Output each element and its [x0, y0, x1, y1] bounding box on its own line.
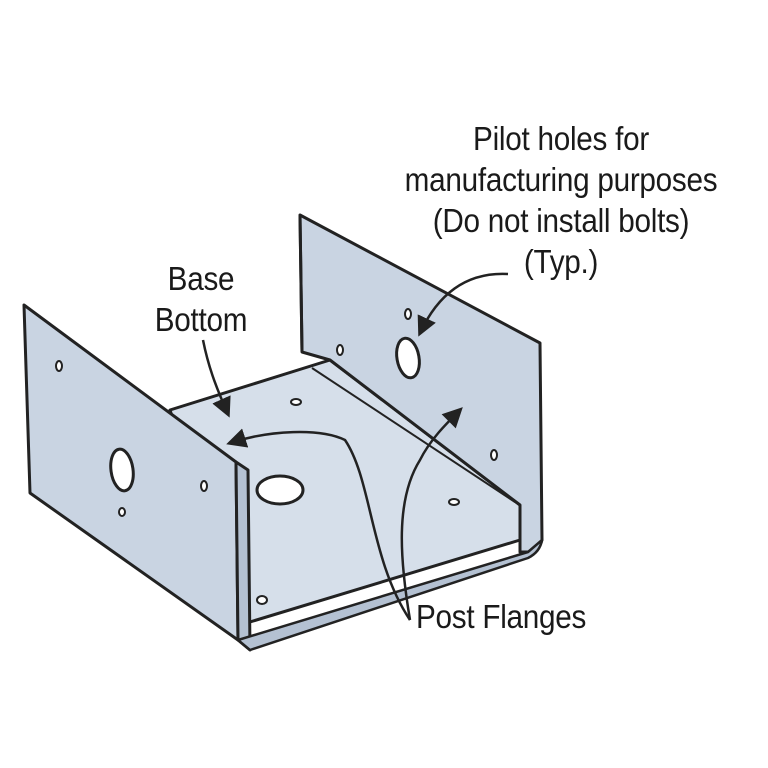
nail-hole	[448, 498, 460, 506]
base-bottom-arrow	[201, 339, 231, 418]
nail-hole	[404, 308, 412, 320]
pilot-holes-label-line: Pilot holes for	[473, 120, 649, 157]
pilot-holes-label-line: manufacturing purposes	[404, 161, 718, 198]
post-flanges-label: Post Flanges	[416, 596, 614, 637]
post-flanges-label-text: Post Flanges	[416, 598, 587, 635]
nail-hole	[256, 595, 268, 605]
pilot-holes-label-line: (Typ.)	[523, 243, 599, 280]
nail-hole	[490, 449, 498, 461]
nail-hole	[200, 480, 208, 492]
nail-hole	[118, 507, 126, 517]
nail-hole	[290, 398, 302, 406]
pilot-holes-label: Pilot holes for manufacturing purposes (…	[377, 118, 746, 282]
base-center-hole	[255, 474, 305, 506]
bottom-lip	[236, 538, 544, 652]
back-flange-edge	[298, 214, 304, 353]
base-bottom-label-line: Base	[167, 260, 235, 297]
post-flange-arrow-back	[400, 407, 463, 621]
base-bottom-label-line: Bottom	[154, 301, 248, 338]
front-flange-edge	[234, 460, 252, 652]
pilot-holes-label-line: (Do not install bolts)	[432, 202, 690, 239]
front-flange-bolt-hole	[109, 447, 135, 493]
base-bend-line	[311, 367, 516, 503]
back-flange-pilot-hole	[395, 336, 421, 380]
leader-arrows	[201, 272, 509, 621]
post-flange-arrow-front	[226, 428, 412, 621]
nail-hole	[55, 360, 63, 372]
pilot-holes-arrow	[417, 272, 509, 337]
nail-hole	[336, 344, 344, 356]
base-bottom-label: Base Bottom	[134, 258, 269, 340]
nail-holes	[55, 308, 498, 605]
